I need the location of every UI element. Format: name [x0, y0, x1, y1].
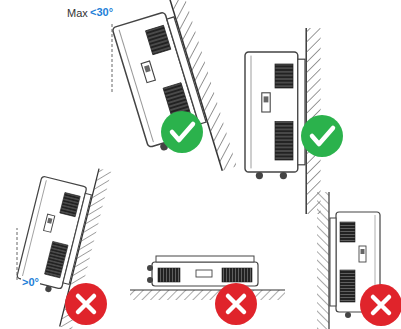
- forbidden-icon: [215, 283, 257, 325]
- tilted-inverter: [105, 0, 237, 189]
- angle-label: <30°: [89, 6, 114, 18]
- allowed-icon: [161, 111, 203, 153]
- limit-caption: Max: [66, 7, 89, 19]
- vertical-reference: [112, 24, 113, 92]
- allowed-icon: [301, 115, 343, 157]
- flat-inverter: [130, 256, 285, 300]
- vertical-reference: [17, 228, 18, 280]
- forbidden-icon: [360, 284, 401, 326]
- forward-tilted-inverter: [8, 156, 112, 329]
- angle-label: >0°: [21, 276, 40, 288]
- forbidden-icon: [65, 283, 107, 325]
